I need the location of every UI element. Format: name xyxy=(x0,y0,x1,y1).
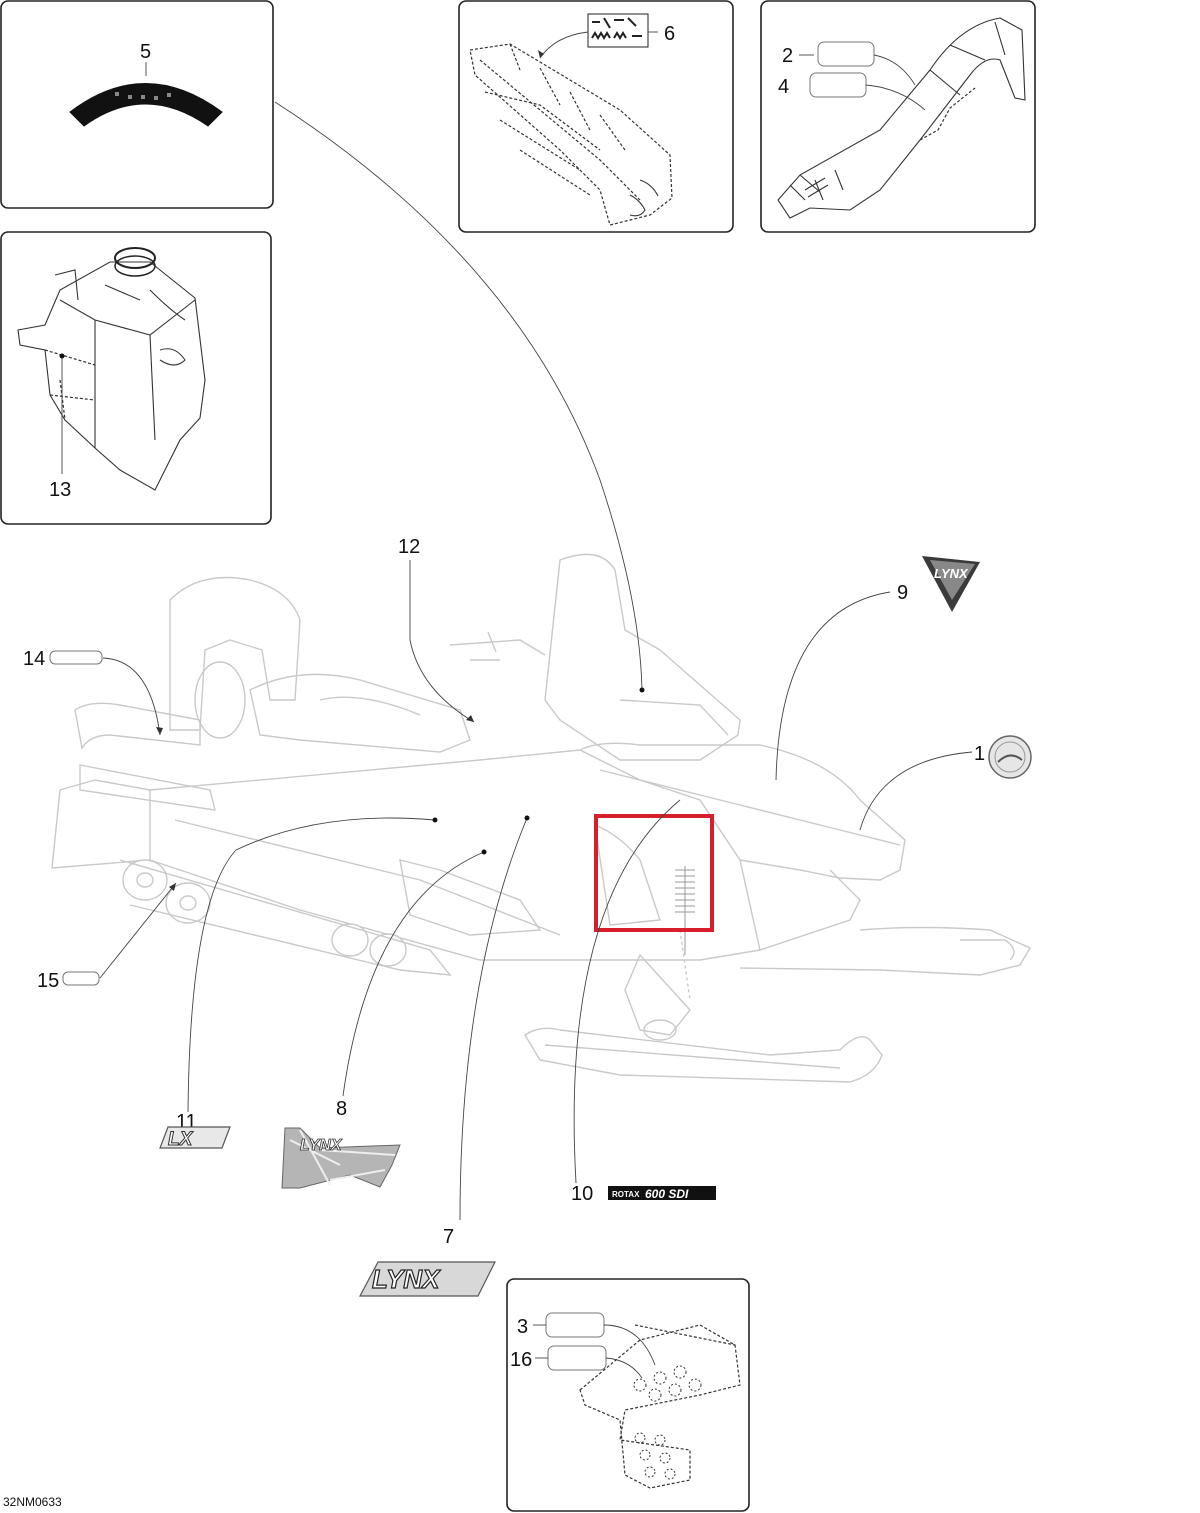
decal-10-engine-text: 600 SDI xyxy=(645,1187,689,1201)
decal-8-text: LYNX xyxy=(300,1137,343,1154)
oil-tank-outline xyxy=(17,247,206,491)
decal-9-text: LYNX xyxy=(934,566,969,581)
decal-tag-15 xyxy=(62,971,100,986)
decal-11-lx[interactable]: LX xyxy=(159,1126,231,1151)
decal-tag-2 xyxy=(817,41,875,67)
highlight-box[interactable] xyxy=(594,814,714,932)
decal-7-lynx-wordmark[interactable]: LYNX xyxy=(359,1261,496,1297)
inset-panel-seat-6[interactable]: 6 xyxy=(458,0,734,233)
main-leaders xyxy=(99,101,973,1221)
callout-2: 2 xyxy=(782,45,793,67)
callout-10: 10 xyxy=(571,1183,593,1205)
callout-5: 5 xyxy=(140,41,151,63)
decal-11-text: LX xyxy=(168,1129,194,1150)
decal-10-rotax-text: ROTAX xyxy=(612,1190,640,1199)
decal-10-rotax[interactable]: ROTAX 600 SDI xyxy=(608,1186,716,1201)
callout-12: 12 xyxy=(398,536,420,558)
decal-1-round-badge[interactable] xyxy=(988,735,1032,779)
decal-tag-16 xyxy=(547,1345,607,1371)
callout-14: 14 xyxy=(23,648,45,670)
decal-tag-14 xyxy=(49,650,103,665)
warning-decal-5 xyxy=(69,83,223,127)
callout-6: 6 xyxy=(664,23,675,45)
decal-8-lynx-graphic[interactable]: LYNX xyxy=(281,1127,401,1189)
drawing-code: 32NM0633 xyxy=(3,1495,62,1509)
highlight-detail-hatch xyxy=(675,866,695,955)
callout-7: 7 xyxy=(443,1226,454,1248)
callout-8: 8 xyxy=(336,1098,347,1120)
callout-9: 9 xyxy=(897,582,908,604)
inset-panel-tunnel-2-4[interactable]: 2 4 xyxy=(760,0,1036,233)
callout-1: 1 xyxy=(974,743,985,765)
callout-15: 15 xyxy=(37,970,59,992)
decal-7-text: LYNX xyxy=(372,1264,441,1294)
callout-3: 3 xyxy=(517,1316,528,1338)
tunnel-outline xyxy=(777,17,1026,219)
callout-13: 13 xyxy=(49,479,71,501)
warning-label-6 xyxy=(587,13,649,48)
seat-outline xyxy=(469,43,673,226)
footrest-outline xyxy=(579,1324,741,1489)
snowmobile-outline xyxy=(51,553,1031,1083)
callout-16: 16 xyxy=(510,1349,532,1371)
decal-tag-3 xyxy=(545,1312,605,1338)
inset-panel-tank-13[interactable]: 13 xyxy=(0,231,272,525)
decal-tag-4 xyxy=(809,72,867,98)
inset-panel-footrest-3-16[interactable]: 3 16 xyxy=(506,1278,750,1512)
callout-4: 4 xyxy=(778,76,789,98)
decal-9-lynx-triangle[interactable]: LYNX xyxy=(922,556,980,612)
inset-panel-decal-5[interactable]: 5 xyxy=(0,0,274,209)
